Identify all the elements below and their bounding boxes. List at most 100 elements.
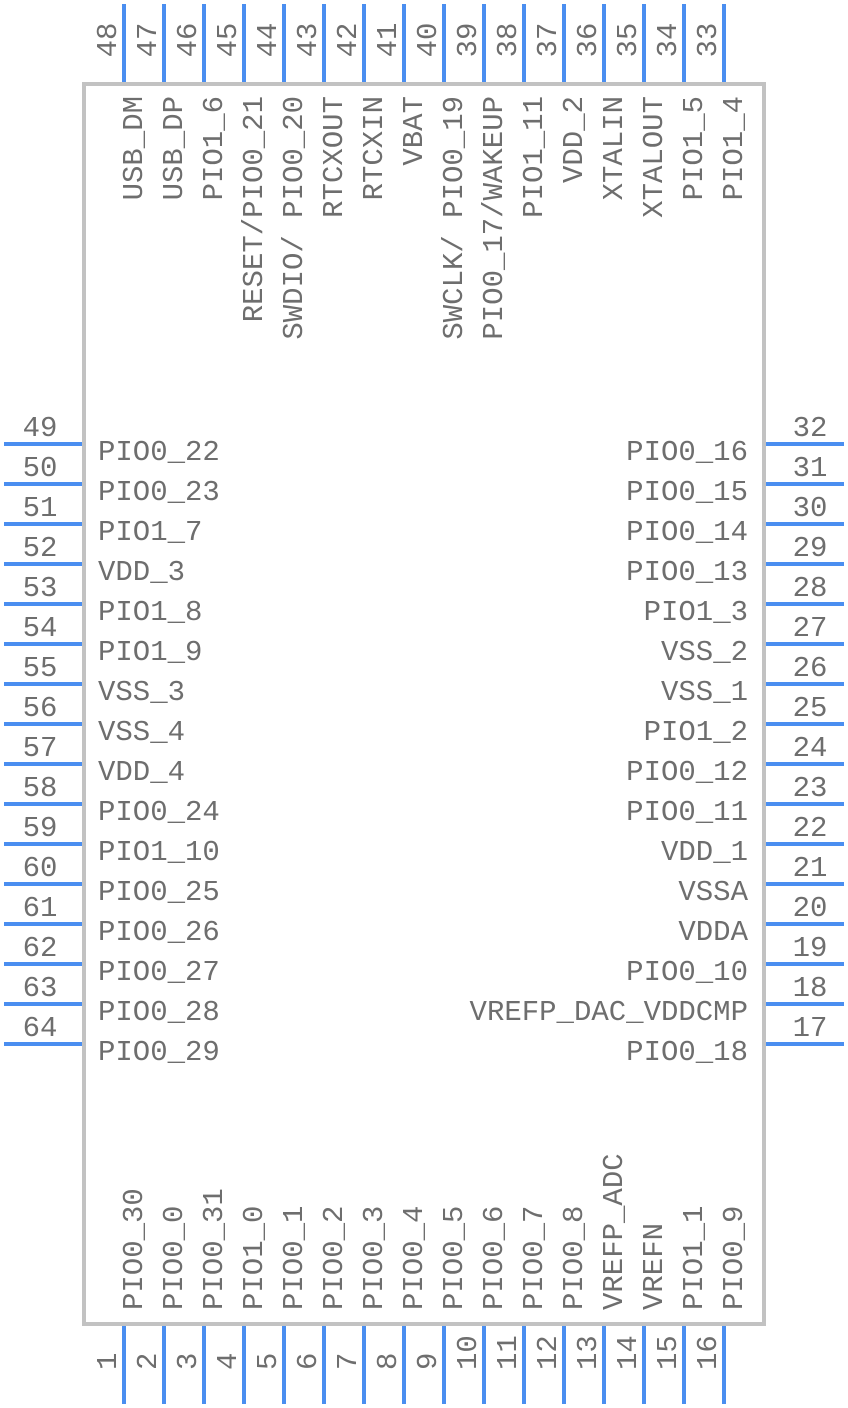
pin-label: VSS_1 — [661, 676, 748, 709]
pin-number: 40 — [412, 23, 445, 58]
pin-label: PIO0_15 — [626, 476, 748, 509]
pin-label: PIO0_7 — [518, 1206, 551, 1310]
pin-number: 62 — [23, 932, 58, 965]
pin-number: 64 — [23, 1012, 58, 1045]
pin-number: 63 — [23, 972, 58, 1005]
pin-label: PIO1_6 — [198, 96, 231, 200]
pin-number: 16 — [692, 1335, 725, 1370]
pin-label: PIO1_1 — [678, 1206, 711, 1310]
pin-label: VDDA — [678, 916, 748, 949]
pin-number: 54 — [23, 612, 58, 645]
pin-number: 37 — [532, 23, 565, 58]
pin-number: 48 — [92, 23, 125, 58]
pin-9: 9 PIO0_5 — [412, 1206, 471, 1404]
pin-label: PIO0_22 — [98, 436, 220, 469]
pin-number: 56 — [23, 692, 58, 725]
pin-label: VDD_2 — [558, 96, 591, 183]
pin-number: 6 — [292, 1353, 325, 1370]
pin-label: VDD_3 — [98, 556, 185, 589]
pin-number: 32 — [793, 412, 828, 445]
pin-label: RTCXIN — [358, 96, 391, 200]
pin-label: VDD_1 — [661, 836, 748, 869]
pin-label: VREFP_ADC — [598, 1153, 631, 1310]
pin-16: 16 PIO0_9 — [692, 1206, 751, 1404]
pin-number: 9 — [412, 1353, 445, 1370]
pin-number: 42 — [332, 23, 365, 58]
pin-label: RTCXOUT — [318, 96, 351, 218]
pin-label: PIO0_25 — [98, 876, 220, 909]
pin-label: RESET/PIO0_21 — [238, 96, 271, 322]
pin-label: PIO0_5 — [438, 1206, 471, 1310]
pin-label: PIO0_9 — [718, 1206, 751, 1310]
pin-label: PIO0_1 — [278, 1206, 311, 1310]
pin-label: VSS_3 — [98, 676, 185, 709]
pin-label: PIO0_3 — [358, 1206, 391, 1310]
pin-label: PIO1_8 — [98, 596, 202, 629]
pin-number: 35 — [612, 23, 645, 58]
pin-label: VBAT — [398, 96, 431, 166]
pins-top: 48USB_DM47USB_DP46PIO1_645RESET/PIO0_214… — [92, 4, 751, 340]
pin-number: 3 — [172, 1353, 205, 1370]
pin-label: PIO0_8 — [558, 1206, 591, 1310]
pin-number: 10 — [452, 1335, 485, 1370]
pin-number: 2 — [132, 1353, 165, 1370]
pin-number: 7 — [332, 1353, 365, 1370]
pin-number: 20 — [793, 892, 828, 925]
pin-label: SWCLK/ PIO0_19 — [438, 96, 471, 340]
pin-label: PIO0_14 — [626, 516, 748, 549]
pin-number: 41 — [372, 23, 405, 58]
pin-label: PIO0_23 — [98, 476, 220, 509]
pin-label: PIO0_6 — [478, 1206, 511, 1310]
pin-number: 52 — [23, 532, 58, 565]
pin-label: PIO1_10 — [98, 836, 220, 869]
pin-number: 46 — [172, 23, 205, 58]
pin-label: PIO1_5 — [678, 96, 711, 200]
pin-label: PIO0_18 — [626, 1036, 748, 1069]
pin-label: PIO0_31 — [198, 1188, 231, 1310]
pin-number: 60 — [23, 852, 58, 885]
pin-number: 36 — [572, 23, 605, 58]
pin-number: 43 — [292, 23, 325, 58]
pin-label: PIO0_4 — [398, 1206, 431, 1310]
pin-label: PIO1_2 — [644, 716, 748, 749]
pin-number: 11 — [492, 1335, 525, 1370]
pin-label: VSSA — [678, 876, 748, 909]
pin-10: 10 PIO0_6 — [452, 1206, 511, 1404]
pin-number: 19 — [793, 932, 828, 965]
pin-number: 14 — [612, 1335, 645, 1370]
pin-label: PIO0_10 — [626, 956, 748, 989]
pin-number: 50 — [23, 452, 58, 485]
pin-label: PIO0_0 — [158, 1206, 191, 1310]
pin-label: PIO1_4 — [718, 96, 751, 200]
